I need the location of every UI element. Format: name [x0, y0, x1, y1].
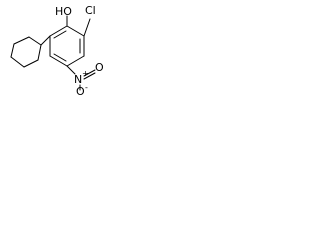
ring-bond-c6-c1: [49, 25, 68, 37]
ring-double-bond-c6-c1: [53, 30, 67, 39]
chemical-structure: HO Cl N + O O -: [10, 4, 104, 96]
cyclohexyl-bond-1: [28, 36, 42, 46]
ring-bond-c3-c4: [66, 55, 85, 67]
cyclohexyl-bond-2: [13, 36, 30, 45]
chlorine-label: Cl: [85, 4, 96, 17]
cyclohexyl-bond-5: [23, 59, 39, 68]
ring-bond-c1-c2: [66, 25, 85, 37]
cyclohexyl-bond-3: [10, 43, 15, 58]
nitro-nitrogen-label: N: [74, 73, 82, 86]
ring-bond-c4-c5: [49, 55, 68, 67]
hydroxyl-label: HO: [55, 5, 72, 18]
nitro-oxygen-bottom-label: O: [76, 85, 85, 96]
cyclohexyl-bond-4: [10, 56, 25, 68]
benzene-ring: [49, 25, 85, 67]
nitro-nitrogen-charge: +: [82, 69, 89, 78]
ring-double-bond-c4-c5: [53, 53, 67, 62]
nitro-oxygen-top-label: O: [95, 61, 104, 74]
cyclohexyl-ring: [10, 36, 42, 68]
bond-c2-chlorine: [83, 18, 91, 37]
bond-nitrogen-oxygen-top: [83, 69, 96, 77]
nitro-oxygen-charge: -: [85, 83, 88, 92]
bond-nitrogen-oxygen-top-double: [83, 72, 96, 80]
bond-c6-cyclohexyl: [40, 35, 51, 46]
cyclohexyl-bond-6: [37, 44, 42, 61]
bond-c4-nitrogen: [66, 65, 76, 75]
